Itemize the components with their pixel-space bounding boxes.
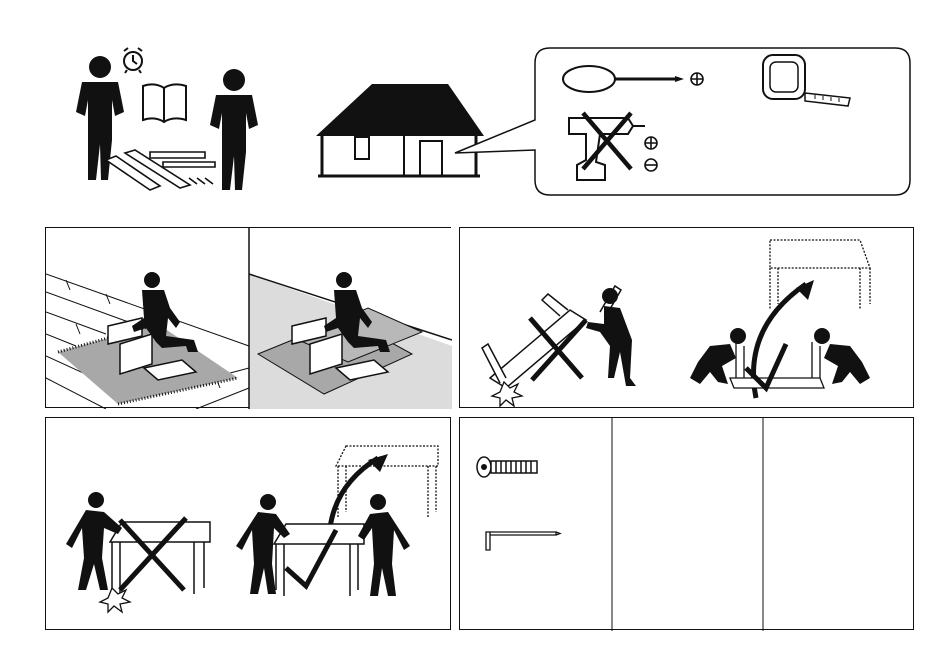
phillips-bit-icon bbox=[645, 137, 657, 149]
person-right-figure bbox=[210, 69, 258, 190]
person-carrying-right bbox=[358, 494, 410, 596]
hardware-dividers bbox=[612, 418, 763, 631]
crouching-person-left bbox=[690, 328, 746, 384]
person-tipping-wrong bbox=[586, 288, 636, 386]
alarm-clock-icon bbox=[124, 48, 142, 73]
panel-tip-over bbox=[459, 227, 914, 408]
panel-lift-table bbox=[45, 417, 451, 630]
panel-floor-protection bbox=[45, 227, 451, 408]
impact-burst-icon bbox=[100, 588, 130, 612]
tipped-table-wrong bbox=[482, 286, 621, 388]
impact-burst-icon bbox=[492, 382, 522, 406]
tools-callout bbox=[455, 48, 910, 195]
panel-hardware bbox=[459, 417, 914, 630]
crouching-person-right bbox=[814, 328, 870, 384]
allen-key-icon bbox=[486, 532, 560, 550]
loose-parts-icon bbox=[106, 150, 215, 190]
phillips-head-icon bbox=[691, 73, 703, 85]
bolt-icon bbox=[477, 457, 537, 477]
instruction-booklet-icon bbox=[143, 84, 186, 122]
house-icon bbox=[316, 84, 484, 176]
